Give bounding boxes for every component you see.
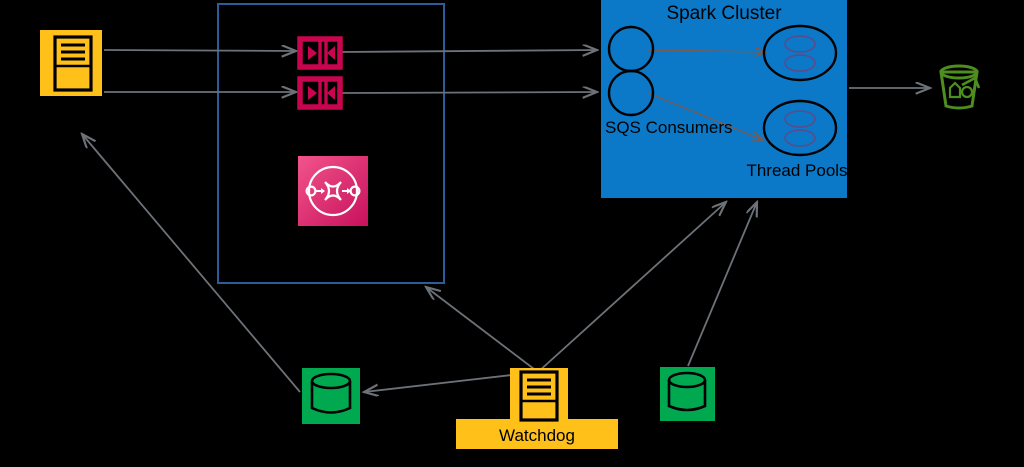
- connector-database-left-to-source: [82, 134, 301, 393]
- thread-pools-label: Thread Pools: [746, 161, 847, 180]
- connector-watchdog-to-database-left: [364, 371, 539, 392]
- database-cylinder-icon-right: [660, 367, 715, 421]
- connector-server-to-queue-top: [103, 50, 296, 51]
- database-cylinder-icon-left: [302, 368, 360, 424]
- spark-cluster-title: Spark Cluster: [666, 3, 782, 24]
- vpc-boundary-box: [217, 3, 445, 284]
- connector-consumer-to-threadpool-top: [647, 50, 766, 52]
- watchdog-label: Watchdog: [499, 426, 575, 445]
- sqs-queue-icon-top: [297, 36, 343, 70]
- watchdog-icon-plate: [510, 368, 568, 424]
- watchdog-label-plate: [456, 419, 618, 449]
- connector-watchdog-to-spark: [537, 202, 726, 373]
- sqs-consumers-label: SQS Consumers: [605, 118, 733, 137]
- thread-pool-inner-ellipse-bottom-2: [784, 129, 816, 147]
- thread-pool-inner-ellipse-bottom-1: [784, 110, 816, 128]
- connector-consumer-to-threadpool-bottom: [647, 92, 763, 140]
- eventbridge-icon: [298, 156, 368, 226]
- watchdog-node: Watchdog: [456, 368, 618, 449]
- thread-pool-ellipse-top: [762, 24, 838, 82]
- connector-watchdog-to-vpc-boundary: [426, 287, 539, 373]
- thread-pool-ellipse-bottom: [762, 99, 838, 157]
- connector-database-right-to-spark: [687, 202, 757, 367]
- sqs-consumer-circle-bottom: [607, 69, 655, 117]
- sqs-queue-icon-bottom: [297, 76, 343, 110]
- spark-cluster-box: [601, 0, 847, 198]
- source-server-icon: [40, 30, 102, 96]
- thread-pool-inner-ellipse-top-2: [784, 54, 816, 72]
- connector-queue-bottom-to-spark: [341, 92, 597, 93]
- thread-pool-inner-ellipse-top-1: [784, 35, 816, 53]
- s3-bucket-icon: [939, 64, 981, 110]
- connector-queue-top-to-spark: [341, 50, 597, 52]
